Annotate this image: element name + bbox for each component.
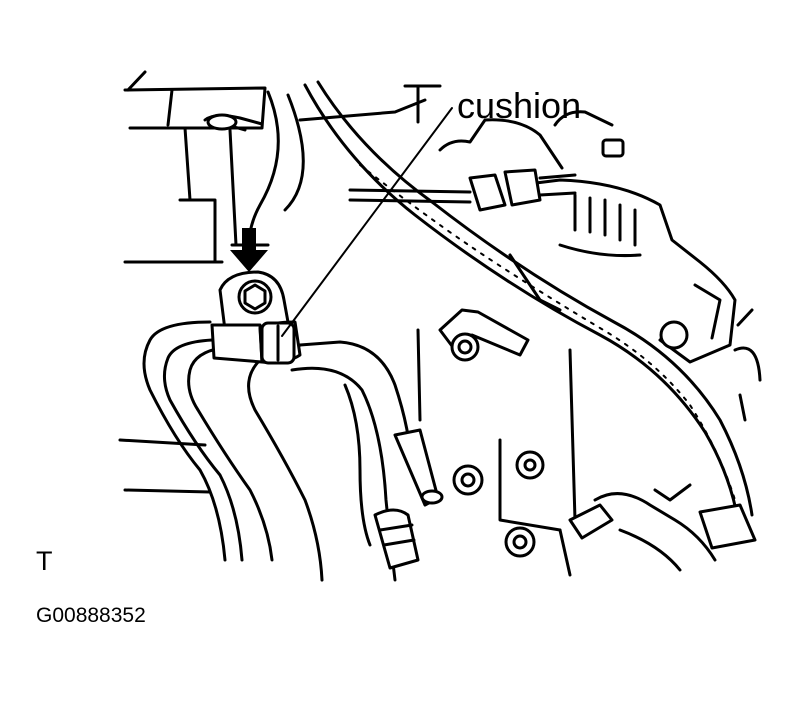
engine-block-outline bbox=[123, 70, 442, 264]
figure-id: G00888352 bbox=[36, 604, 146, 627]
cushion-label: cushion bbox=[457, 85, 582, 126]
right-hose-clamp bbox=[438, 308, 530, 362]
alternator-housing bbox=[438, 110, 762, 422]
block-with-studs bbox=[416, 328, 577, 558]
cushion-leader-line bbox=[281, 107, 453, 337]
threaded-rod bbox=[348, 168, 577, 212]
down-arrow-icon bbox=[230, 228, 268, 272]
hose-fitting-left bbox=[373, 508, 420, 570]
bracket-bolt bbox=[237, 279, 273, 315]
hose-fitting-right bbox=[393, 428, 444, 507]
braided-hose bbox=[303, 80, 754, 522]
lower-right-assembly bbox=[558, 483, 757, 577]
view-mark: T bbox=[36, 546, 53, 576]
cushion bbox=[260, 321, 296, 365]
